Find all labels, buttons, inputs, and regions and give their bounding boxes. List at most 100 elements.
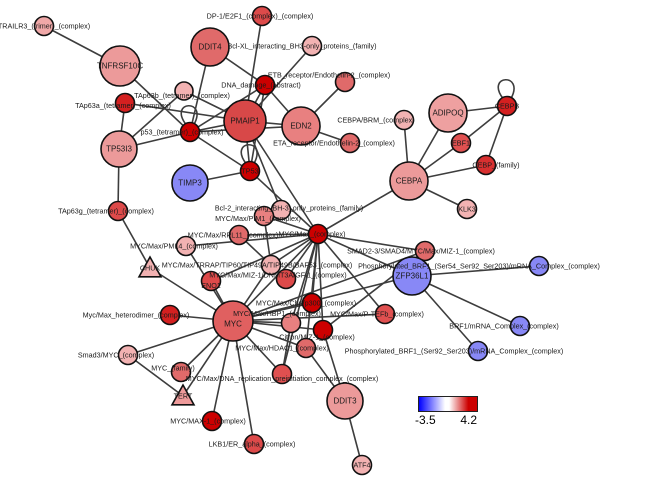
node-mycmaxmiz[interactable]: [275, 268, 297, 290]
node-mycmaxhbp1[interactable]: [280, 312, 302, 334]
node-citronmiz1[interactable]: [312, 319, 334, 341]
node-phosbrf1a[interactable]: [528, 255, 550, 277]
node-tnfrsf10c[interactable]: [99, 45, 141, 87]
node-dnadamage[interactable]: [254, 74, 276, 96]
node-label-mycmaxpim1: MYC/Max/PIM1_(complex): [215, 214, 301, 223]
node-label-mycmaxtrrap: MYC/Max/TRRAP/TIP60/TIP49A/TIP49B/BAF53_…: [162, 260, 353, 269]
node-mycmaxpim1[interactable]: [253, 205, 275, 227]
self-loop-layer: [180, 78, 515, 164]
node-label-klk3: KLK3: [458, 205, 476, 214]
node-label-edn2: EDN2: [290, 122, 312, 131]
node-eta[interactable]: [339, 132, 361, 154]
node-label-tnfrsf10c: TNFRSF10C: [97, 62, 143, 71]
node-ddit3[interactable]: [326, 382, 364, 420]
node-label-trailr3: TRAILR3_(trimer)_(complex): [0, 22, 90, 31]
node-label-mycmaxmiz: MYC/Max/MIZ-1/DNMT3A/GFI1_(complex): [209, 271, 346, 280]
node-label-smad: SMAD2-3/SMAD4/MYC/Max/MIZ-1_(complex): [347, 247, 495, 256]
node-label-chuk: CHUK: [140, 264, 161, 273]
self-loop-TP53: [240, 143, 258, 164]
node-phosbrf1b[interactable]: [467, 340, 489, 362]
node-cebpb[interactable]: [496, 95, 518, 117]
node-label-bcl2: Bcl-2_interacting_BH-3_only_proteins_(fa…: [215, 203, 363, 212]
node-mycmaxhdac1[interactable]: [295, 337, 317, 359]
node-label-tp53: TP53: [241, 167, 258, 176]
node-label-tap63a: TAp63a_(tetramer)_(complex): [75, 101, 171, 110]
node-cebp[interactable]: [475, 154, 497, 176]
edge-SMAD-MYC: [232, 250, 426, 322]
edge-ZFP36L1-BRF1mRNA: [411, 275, 521, 327]
edge-MYCMax-MYCMaxPML4: [185, 233, 319, 247]
node-tap63b[interactable]: [174, 81, 194, 101]
node-tp53i3[interactable]: [100, 130, 138, 168]
edge-p53-TP53: [189, 131, 251, 172]
color-scale-legend: -3.5 4.2: [415, 396, 478, 427]
node-label-smad3myc: Smad3/MYC_(complex): [78, 351, 154, 360]
node-smad3myc[interactable]: [117, 344, 139, 366]
node-tp53[interactable]: [239, 160, 261, 182]
node-dp1e2f1[interactable]: [251, 5, 273, 27]
color-gradient-bar: [418, 396, 478, 412]
node-mycfamily[interactable]: [170, 361, 192, 383]
node-label-adipoq: ADIPOQ: [432, 109, 463, 118]
node-label-mycfamily: MYC_(family): [151, 363, 195, 372]
node-klk3[interactable]: [456, 198, 478, 220]
node-mycmaxhetero[interactable]: [159, 304, 181, 326]
node-bclxl[interactable]: [301, 35, 323, 57]
node-brf1mrna[interactable]: [509, 315, 531, 337]
node-label-phosbrf1b: Phosphorylated_BRF1_(Ser92_Ser203)/mRNA_…: [345, 347, 564, 356]
edge-MYCMax-MYCMaxRPL11: [238, 233, 319, 236]
node-lkb1er[interactable]: [243, 433, 265, 455]
node-myc[interactable]: [212, 300, 254, 342]
node-label-mycmaxcbp: MYC/Max/Cbp/p300_(complex): [256, 299, 356, 308]
node-mycmaxptefb[interactable]: [374, 303, 396, 325]
node-label-p53: p53_(tetramer)_(complex): [140, 128, 223, 137]
node-timp3[interactable]: [171, 164, 209, 202]
node-mycmax[interactable]: [307, 223, 329, 245]
node-chuk[interactable]: [137, 255, 163, 278]
node-label-myc: MYC: [224, 319, 242, 328]
node-mycmaxcbp[interactable]: [301, 292, 323, 314]
node-adipoq[interactable]: [428, 93, 468, 133]
node-p53[interactable]: [179, 121, 201, 143]
node-label-mycmaxhetero: Myc/Max_heterodimer_(complex): [83, 311, 190, 320]
node-pmaip1[interactable]: [223, 99, 267, 143]
node-trailr3[interactable]: [33, 15, 55, 37]
node-cebpa[interactable]: [389, 161, 429, 201]
node-cebpabrm[interactable]: [393, 109, 415, 131]
label-layer: TRAILR3_(trimer)_(complex)TNFRSF10CDDIT4…: [0, 12, 600, 470]
self-loop-CEBPB: [497, 78, 515, 99]
node-label-dnadamage: DNA_damage_(abstract): [221, 81, 301, 90]
node-mycmaxtrrap[interactable]: [260, 254, 282, 276]
edge-MYCMax-MYCMaxPTEFB: [317, 233, 386, 315]
node-label-mycmaxpml4: MYC/Max/PML4_(complex): [130, 242, 218, 251]
node-label-cebpa: CEBPA: [396, 177, 423, 186]
node-tap63g[interactable]: [107, 200, 129, 222]
node-label-atf4: ATF4: [353, 461, 370, 470]
node-smad[interactable]: [414, 240, 436, 262]
node-zfp36l1[interactable]: [392, 256, 432, 296]
node-tert[interactable]: [170, 383, 196, 406]
node-label-phosbrf1a: Phosphorylated_BRF1_(Ser54_Ser92_Ser203)…: [358, 262, 600, 271]
node-etb[interactable]: [334, 71, 356, 93]
node-ebf1[interactable]: [450, 132, 472, 154]
legend-labels: -3.5 4.2: [415, 413, 477, 427]
node-label-cebpabrm: CEBPA/BRM_(complex): [337, 116, 414, 125]
node-mycmaxrpl11[interactable]: [228, 224, 250, 246]
node-mycmaxdna[interactable]: [271, 363, 293, 385]
legend-min-label: -3.5: [415, 413, 436, 427]
node-label-mycmaxrpl11: MYC/Max/RPL11_(complex): [188, 231, 279, 240]
node-label-etb: ETB_receptor/Endothelin-2_(complex): [268, 71, 390, 80]
node-atf4[interactable]: [351, 454, 373, 476]
edge-MYC-MYCMaxPTEFB: [232, 313, 386, 322]
node-label-bclxl: Bcl-XL_interacting_BH3-only_proteins_(fa…: [227, 42, 376, 51]
node-mycmax1[interactable]: [201, 410, 223, 432]
node-label-ddit3: DDIT3: [333, 397, 357, 406]
node-eno1[interactable]: [200, 270, 222, 292]
node-ddit4[interactable]: [190, 27, 230, 67]
node-mycmaxpml4[interactable]: [175, 235, 197, 257]
node-edn2[interactable]: [281, 106, 321, 146]
legend-max-label: 4.2: [460, 413, 477, 427]
edge-MYCMax-CitronMIZ1: [317, 233, 324, 331]
node-label-tap63g: TAp63g_(tetramer)_(complex): [58, 207, 154, 216]
node-tap63a[interactable]: [114, 92, 136, 114]
